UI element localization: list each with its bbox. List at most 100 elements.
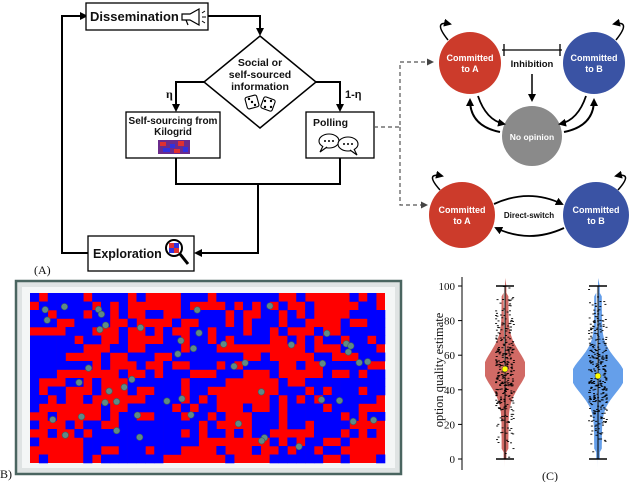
sample-point xyxy=(604,408,607,410)
kilogrid-cell xyxy=(198,293,208,302)
sample-point xyxy=(498,363,501,365)
kilogrid-cell xyxy=(154,429,164,438)
kilogrid-cell xyxy=(251,318,262,328)
sample-point xyxy=(500,409,503,411)
committed-b-line1: Committed xyxy=(571,53,618,63)
sample-point xyxy=(603,369,606,371)
sample-point xyxy=(592,363,595,365)
sample-point xyxy=(593,383,596,384)
sample-point xyxy=(498,333,501,335)
sample-point xyxy=(589,323,592,325)
kilogrid-cell xyxy=(216,293,226,302)
sample-point xyxy=(510,370,513,372)
sample-point xyxy=(591,404,594,406)
kilogrid-cell xyxy=(163,369,173,379)
kilogrid-cell xyxy=(216,327,226,336)
sample-point xyxy=(511,366,514,368)
kilogrid-cell xyxy=(154,420,164,430)
sample-point xyxy=(496,425,499,427)
sample-point xyxy=(593,312,596,314)
sample-point xyxy=(510,371,513,373)
sample-point xyxy=(605,397,608,399)
sample-point xyxy=(505,328,508,329)
sample-point xyxy=(499,302,502,304)
kilogrid-cell xyxy=(47,386,57,396)
kilogrid-cell xyxy=(74,344,84,353)
sample-point xyxy=(597,410,600,412)
sample-point xyxy=(495,394,498,396)
sample-point xyxy=(501,324,504,326)
sample-point xyxy=(602,338,605,340)
kilogrid-cell xyxy=(305,301,315,311)
kilogrid-cell xyxy=(136,420,146,430)
kilogrid-cell xyxy=(349,378,359,387)
sample-point xyxy=(598,359,601,361)
kilogrid-cell xyxy=(376,369,386,379)
kilogrid-cell xyxy=(127,454,137,464)
eta-label: η xyxy=(166,87,173,101)
sample-point xyxy=(598,387,601,388)
kilogrid-cell xyxy=(56,361,66,370)
sample-point xyxy=(495,351,498,353)
kilogrid-cell xyxy=(322,395,333,404)
sample-point xyxy=(500,374,503,376)
kilogrid-cell xyxy=(340,437,350,447)
kilogrid-cell xyxy=(305,395,315,404)
sample-point xyxy=(593,412,596,414)
dissemination-label: Dissemination xyxy=(90,9,179,24)
kilogrid-cell xyxy=(56,335,66,345)
kilogrid-cell xyxy=(163,429,173,438)
kilogrid-cell xyxy=(314,378,324,387)
sample-point xyxy=(589,408,592,409)
y-tick-label: 60 xyxy=(444,350,456,362)
kilogrid-cell xyxy=(180,301,191,311)
sample-point xyxy=(511,368,514,370)
sample-point xyxy=(599,381,602,382)
sample-point xyxy=(501,322,504,324)
kilogrid-cell xyxy=(83,327,93,336)
sample-point xyxy=(508,323,511,325)
sample-point xyxy=(498,366,501,368)
kilogrid-cell xyxy=(260,318,270,328)
sample-point xyxy=(495,365,498,367)
sample-point xyxy=(506,358,509,360)
sample-point xyxy=(592,451,595,453)
sample-point xyxy=(510,363,513,365)
sample-point xyxy=(499,365,502,367)
sample-point xyxy=(500,420,503,422)
sample-point xyxy=(495,329,498,331)
kilogrid-cell xyxy=(154,378,164,387)
kilogrid-cell xyxy=(145,369,155,379)
sample-point xyxy=(506,363,509,365)
sample-point xyxy=(505,385,508,386)
sample-point xyxy=(510,343,513,345)
sample-point xyxy=(502,361,505,363)
sample-point xyxy=(592,325,595,327)
kilogrid-cell xyxy=(243,293,253,302)
kilogrid-cell xyxy=(30,344,40,353)
sample-point xyxy=(594,430,597,432)
sample-point xyxy=(590,433,593,435)
kilogrid-cell xyxy=(349,293,359,302)
sample-point xyxy=(590,381,593,383)
sample-point xyxy=(601,405,604,407)
sample-point xyxy=(602,417,605,419)
kilogrid-cell xyxy=(30,437,40,447)
sample-point xyxy=(510,390,513,392)
sample-point xyxy=(504,318,507,320)
sample-point xyxy=(603,407,606,409)
kilogrid-cell xyxy=(83,318,93,328)
sample-point xyxy=(600,433,603,435)
sample-point xyxy=(500,399,503,401)
robot xyxy=(344,348,352,356)
kilogrid-cell xyxy=(269,437,279,447)
sample-point xyxy=(501,381,504,383)
kilogrid-cell xyxy=(101,361,111,370)
kilogrid-cell xyxy=(145,352,155,362)
sample-point xyxy=(507,348,510,350)
sample-point xyxy=(595,357,598,359)
sample-point xyxy=(604,440,607,442)
sample-point xyxy=(498,327,501,329)
kilogrid-cell xyxy=(376,335,386,345)
sample-point xyxy=(588,342,591,344)
